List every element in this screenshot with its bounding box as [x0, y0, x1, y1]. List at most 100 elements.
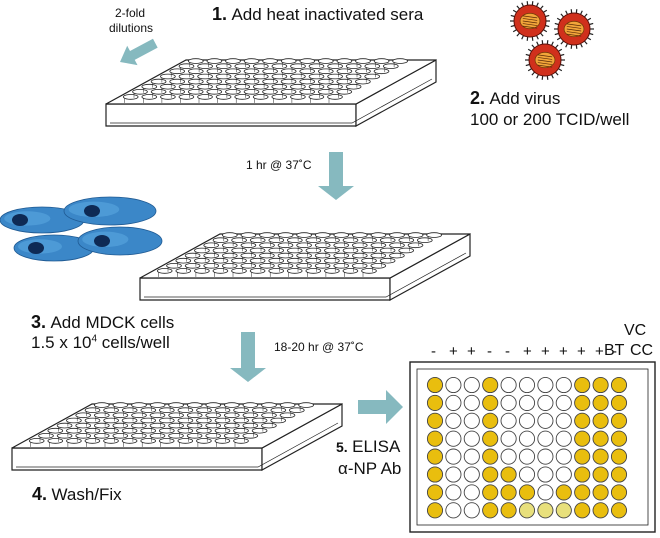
elisa-well [445, 466, 462, 483]
plate-well [288, 407, 305, 414]
incubation1-label: 1 hr @ 37˚C [246, 158, 312, 172]
plate-well [169, 68, 186, 75]
plate-well [240, 232, 257, 238]
plate-well [159, 407, 175, 414]
plate-well [112, 422, 129, 429]
virus-spike [526, 1, 529, 6]
plate-well [149, 402, 166, 408]
elisa-well [555, 412, 572, 429]
elisa-well [445, 394, 462, 411]
plate-well [47, 427, 64, 434]
plate-well [206, 58, 223, 64]
step4-number: 4. [32, 484, 48, 504]
plate-well [56, 422, 73, 429]
virus-spike [587, 17, 592, 21]
elisa-well [610, 376, 628, 394]
plate-well [355, 68, 371, 75]
elisa-well [463, 430, 480, 447]
plate-well [175, 257, 192, 264]
plate-well [234, 63, 251, 69]
plate-well [373, 68, 390, 75]
elisa-well [592, 502, 609, 519]
plate-well [333, 232, 350, 238]
washed-fixed-plate [11, 402, 343, 472]
plate-well [370, 232, 387, 238]
plate-well [168, 412, 184, 419]
elisa-well [500, 448, 517, 465]
virus-spike [527, 48, 532, 52]
plate-well [252, 94, 269, 100]
virus-spike [555, 44, 559, 49]
plate-well [184, 262, 201, 269]
virus-rna [522, 25, 538, 29]
bt-label: BT [604, 342, 625, 359]
plate-well [214, 438, 231, 444]
plate-well [222, 232, 238, 238]
plate-well [299, 89, 316, 95]
plate-well [327, 73, 343, 80]
plate-well [196, 407, 212, 414]
plate-well [160, 83, 176, 90]
plate-well [131, 402, 147, 408]
step2-label: 2. Add virus [470, 88, 560, 109]
plate-well [279, 402, 296, 408]
plate-well [196, 438, 212, 444]
elisa-well [426, 448, 444, 465]
elisa-well [555, 466, 572, 483]
plate-well [299, 58, 316, 64]
plate-well [206, 89, 223, 95]
elisa-well [555, 448, 572, 465]
plate-well [188, 68, 204, 75]
column-sign: - [431, 343, 436, 360]
plate-well [177, 427, 194, 434]
step3-cell-density: 1.5 x 104 cells/well [31, 333, 170, 353]
plate-well [131, 432, 147, 439]
virus-spike [558, 48, 563, 52]
elisa-well [426, 502, 444, 519]
elisa-well [482, 466, 499, 483]
plate-well [214, 407, 231, 414]
plate-well [314, 232, 331, 238]
elisa-well [518, 412, 536, 429]
elisa-well [537, 484, 554, 501]
elisa-well [574, 448, 591, 465]
dilution-arrow [120, 38, 158, 66]
virus-spike [560, 53, 565, 57]
plate-well [279, 412, 296, 419]
plate-well [342, 268, 359, 274]
plate-well [270, 417, 287, 424]
elisa-well [537, 502, 554, 519]
elisa-well [426, 376, 444, 394]
plate-well [186, 412, 203, 419]
elisa-plate [409, 361, 656, 533]
virus-rna [522, 18, 538, 21]
step4-label: 4. Wash/Fix [32, 484, 122, 505]
plate-well [215, 83, 232, 90]
plate-well [158, 438, 175, 444]
virus-rna [537, 59, 553, 63]
column-sign: + [541, 343, 550, 360]
plate-well [178, 94, 195, 100]
plate-well [140, 427, 157, 434]
virus-spike [545, 24, 550, 28]
plate-well [327, 83, 343, 90]
elisa-well [445, 376, 462, 394]
plate-well [243, 89, 260, 95]
plate-well [277, 252, 294, 259]
virus-spike [558, 68, 563, 72]
mdck-cell [63, 196, 157, 226]
mdck-cell [0, 206, 85, 234]
plate-well [178, 83, 195, 90]
plate-well [206, 68, 223, 75]
plate-well [168, 402, 184, 408]
plate-well [268, 237, 285, 244]
plate-well [84, 417, 101, 424]
elisa-well [500, 466, 517, 483]
plate-well [317, 68, 334, 75]
plate-well [286, 257, 303, 264]
plate-well [389, 252, 405, 259]
plate-well [336, 68, 353, 75]
plate-well [305, 268, 322, 274]
plate-well [212, 237, 229, 244]
step2-number: 2. [470, 88, 486, 108]
